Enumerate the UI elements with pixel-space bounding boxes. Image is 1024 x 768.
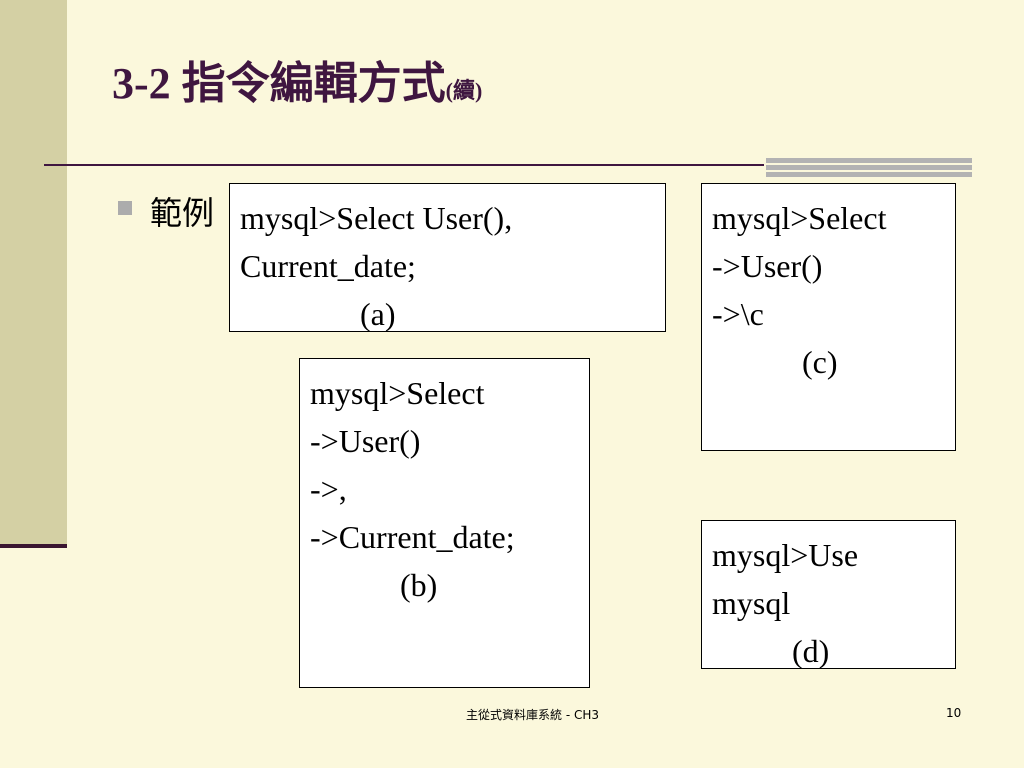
title-underline-accent [766,158,972,178]
left-decorative-band [0,0,67,544]
code-box-c: mysql>Select ->User() ->\c (c) [701,183,956,451]
code-line: mysql>Select [712,200,887,236]
code-line: ->User() [712,248,823,284]
code-line: ->Current_date; [310,519,515,555]
title-suffix: (續) [445,78,483,103]
code-line: ->\c [712,296,764,332]
bullet-text: 範例 [150,194,215,232]
bullet-square-icon [118,201,132,215]
footer-text: 主從式資料庫系統 - CH3 [466,708,599,722]
code-line: mysql [712,585,791,621]
box-caption: (a) [360,296,396,332]
code-line: mysql>Use [712,537,859,573]
code-line: Current_date; [240,248,416,284]
title-main: 3-2 指令編輯方式 [112,59,446,108]
code-line: mysql>Select User(), [240,200,513,236]
slide-title: 3-2 指令編輯方式(續) [112,62,482,106]
code-box-d: mysql>Use mysql (d) [701,520,956,669]
code-box-a: mysql>Select User(), Current_date; (a) [229,183,666,332]
page-number: 10 [946,706,962,720]
box-caption: (b) [400,567,438,603]
left-accent-bar [0,544,67,548]
code-line: ->, [310,471,347,507]
box-caption: (d) [792,633,830,669]
code-line: mysql>Select [310,375,485,411]
code-line: ->User() [310,423,421,459]
code-box-b: mysql>Select ->User() ->, ->Current_date… [299,358,590,688]
box-caption: (c) [802,344,838,380]
title-underline [44,164,764,166]
